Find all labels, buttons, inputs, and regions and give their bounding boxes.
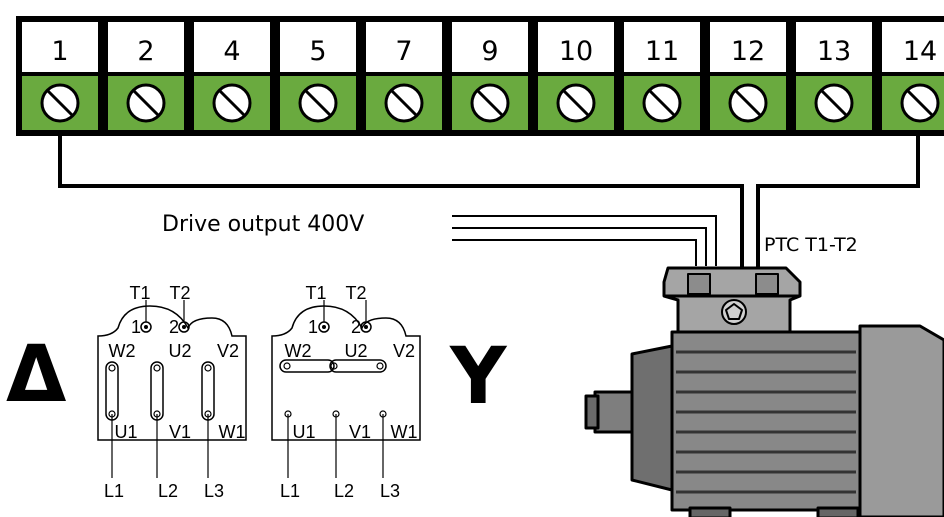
delta-l1-label: L1 — [104, 481, 124, 501]
terminal-number: 12 — [731, 36, 765, 67]
star-v2-label: V2 — [393, 341, 415, 361]
star-v1-label: V1 — [349, 422, 371, 442]
terminal-number: 7 — [395, 36, 412, 67]
terminal-number: 13 — [817, 36, 851, 67]
terminal-9: 9 — [452, 22, 528, 130]
drive-output-label: Drive output 400V — [162, 212, 365, 237]
terminal-number: 11 — [645, 36, 679, 67]
motor-end-cover — [858, 324, 944, 517]
terminal-7: 7 — [366, 22, 442, 130]
delta-u2-label: U2 — [168, 341, 191, 361]
delta-w1-label: W1 — [219, 422, 246, 442]
star-l1-label: L1 — [280, 481, 300, 501]
star-w2-label: W2 — [285, 341, 312, 361]
drive-output-wires — [452, 215, 717, 266]
terminal-number: 5 — [309, 36, 326, 67]
delta-t2-label: T2 — [169, 283, 190, 303]
star-t1-label: T1 — [305, 283, 326, 303]
terminal-14: 14 — [882, 22, 944, 130]
terminal-10: 10 — [538, 22, 614, 130]
terminal-12: 12 — [710, 22, 786, 130]
terminal-13: 13 — [796, 22, 872, 130]
delta-num1-label: 1 — [131, 317, 141, 337]
ptc-wire-t2 — [756, 136, 920, 268]
delta-v2-label: V2 — [217, 341, 239, 361]
delta-w2-label: W2 — [109, 341, 136, 361]
delta-u1-label: U1 — [114, 422, 137, 442]
star-u2-label: U2 — [344, 341, 367, 361]
terminal-11: 11 — [624, 22, 700, 130]
delta-t1-label: T1 — [129, 283, 150, 303]
delta-l2-label: L2 — [158, 481, 178, 501]
star-l3-label: L3 — [380, 481, 400, 501]
star-symbol: Y — [450, 332, 507, 422]
motor-body — [670, 330, 862, 512]
motor-illustration — [584, 266, 944, 517]
terminal-number: 9 — [481, 36, 498, 67]
terminal-2: 2 — [108, 22, 184, 130]
terminal-number: 10 — [559, 36, 593, 67]
star-l2-label: L2 — [334, 481, 354, 501]
delta-num2-label: 2 — [169, 317, 179, 337]
terminal-5: 5 — [280, 22, 356, 130]
star-u1-label: U1 — [292, 422, 315, 442]
star-t2-label: T2 — [345, 283, 366, 303]
pentagon-bolt-icon — [725, 303, 743, 320]
terminal-number: 1 — [51, 36, 68, 67]
star-num2-label: 2 — [351, 317, 361, 337]
ptc-wire-t1 — [58, 136, 744, 268]
star-connection-box — [271, 300, 421, 478]
star-w1-label: W1 — [391, 422, 418, 442]
delta-symbol: Δ — [6, 330, 67, 420]
delta-v1-label: V1 — [169, 422, 191, 442]
star-num1-label: 1 — [308, 317, 318, 337]
delta-l3-label: L3 — [204, 481, 224, 501]
motor-flange — [630, 344, 674, 492]
motor-shaft — [593, 390, 637, 434]
terminal-number: 2 — [137, 36, 154, 67]
terminal-4: 4 — [194, 22, 270, 130]
terminal-number: 14 — [903, 36, 937, 67]
terminal-number: 4 — [223, 36, 240, 67]
delta-connection-box — [97, 300, 247, 478]
ptc-label: PTC T1-T2 — [764, 234, 858, 256]
terminal-1: 1 — [22, 22, 98, 130]
